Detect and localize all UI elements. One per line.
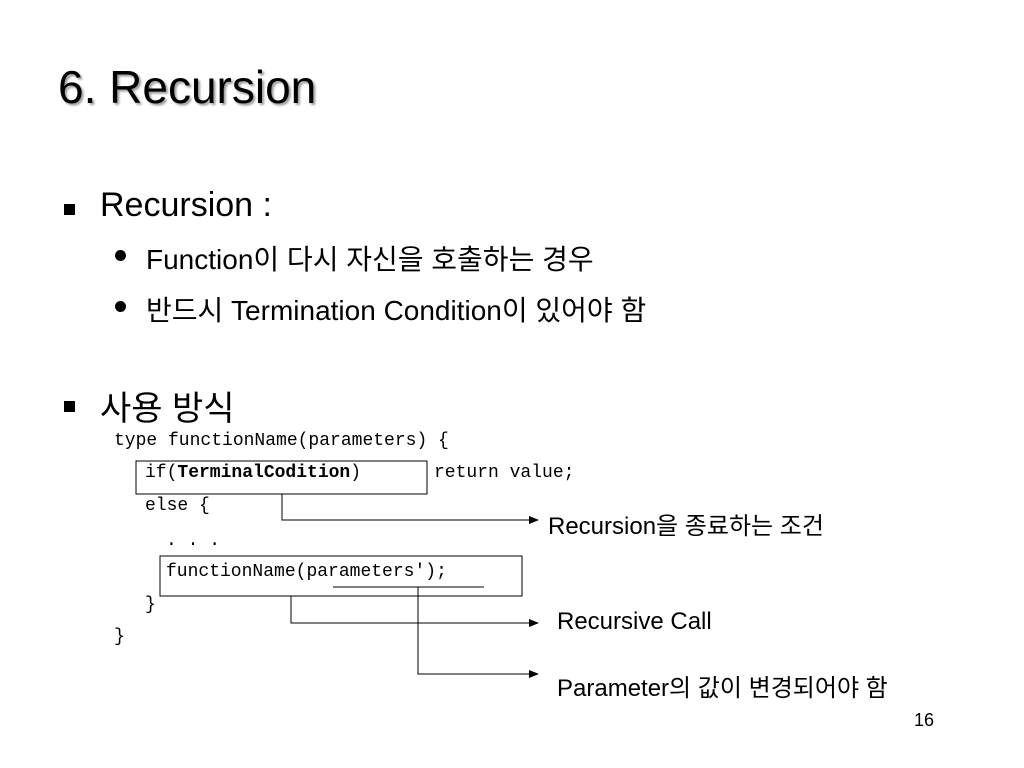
code-call-prefix: functionName(: [166, 562, 307, 582]
round-bullet-icon: [115, 301, 126, 312]
code-line-7: }: [114, 627, 125, 647]
square-bullet-icon: [64, 401, 75, 412]
round-bullet-icon: [115, 250, 126, 261]
parameter-connector-arrow: [417, 587, 539, 678]
code-if-suffix: ): [350, 463, 362, 483]
terminal-connector-arrow: [281, 494, 539, 524]
code-line-1: type functionName(parameters) {: [114, 431, 449, 451]
code-call-suffix: );: [425, 562, 447, 582]
page-number: 16: [914, 710, 935, 730]
bullet-item-function-self-call: Function이 다시 자신을 호출하는 경우: [146, 244, 594, 275]
section-heading-recursion: Recursion :: [100, 186, 272, 224]
code-line-4: . . .: [166, 531, 221, 551]
recursive-connector-arrow: [290, 596, 539, 627]
recursive-call-box: [159, 555, 523, 597]
code-line-3: else {: [145, 496, 210, 516]
code-call-parameter: parameters': [306, 562, 426, 582]
square-bullet-icon: [64, 204, 75, 215]
code-line-5: functionName(parameters');: [166, 561, 447, 583]
code-if-prefix: if(: [145, 463, 178, 483]
code-terminal-condition: TerminalCodition: [177, 463, 351, 483]
terminal-condition-box: [135, 460, 428, 495]
code-line-6: }: [145, 595, 156, 615]
code-return-value: return value;: [434, 463, 575, 483]
parameter-change-label: Parameter의 값이 변경되어야 함: [557, 675, 888, 702]
page-title: 6. Recursion: [58, 61, 317, 113]
section-heading-usage: 사용 방식: [100, 390, 235, 428]
recursive-call-label: Recursive Call: [557, 608, 712, 635]
code-line-2: if(TerminalCodition): [145, 462, 361, 484]
bullet-item-termination-condition: 반드시 Termination Condition이 있어야 함: [146, 295, 647, 326]
terminal-condition-label: Recursion을 종료하는 조건: [548, 513, 824, 540]
